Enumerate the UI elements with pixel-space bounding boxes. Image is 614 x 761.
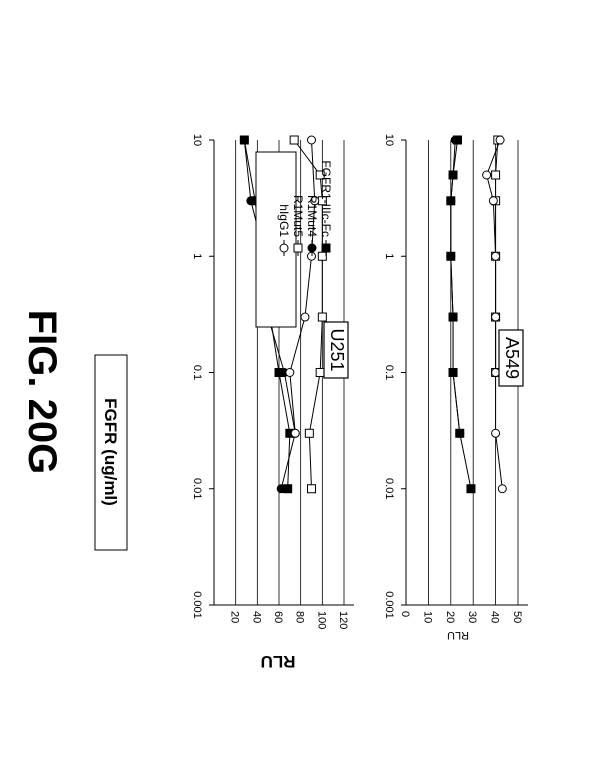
data-point-r1mut5	[305, 429, 313, 437]
legend-box	[256, 152, 296, 327]
y-tick-label: 10	[421, 611, 433, 623]
data-point-higg1	[492, 369, 500, 377]
data-point-r1mut4	[240, 136, 248, 144]
series-line-r1mut4	[451, 140, 460, 433]
legend-marker-higg1	[280, 244, 288, 252]
data-point-higg1	[492, 429, 500, 437]
y-ticks-u251: 20 40 60 80 100 120	[229, 611, 349, 629]
y-tick-label: 20	[229, 611, 241, 623]
data-point-r1mut4	[447, 252, 455, 260]
data-point-r1mut4	[449, 171, 457, 179]
figure-caption: FIG. 20G	[20, 310, 64, 475]
data-point-higg1	[308, 136, 316, 144]
y-tick-label: 50	[511, 611, 523, 623]
y-tick-label: 30	[466, 611, 478, 623]
y-tick-label: 120	[337, 611, 349, 629]
y-tick-label: 60	[272, 611, 284, 623]
data-point-higg1	[492, 313, 500, 321]
x-tick-label: 0.1	[191, 365, 203, 380]
legend: FGFR1-IIIc-FcR1Mut4R1Mut5hIgG1	[256, 152, 333, 327]
x-tick-label: 10	[383, 134, 395, 146]
y-ticks-a549: 0 10 20 30 40 50	[399, 611, 523, 623]
x-tick-label: 0.001	[191, 591, 203, 619]
x-ticks-u251: 0.001 0.01 0.1 1 10	[191, 134, 214, 619]
panel-title-a549: A549	[502, 337, 522, 379]
data-point-r1mut5	[492, 171, 500, 179]
x-tick-label: 10	[191, 134, 203, 146]
panel-label-a549: A549	[499, 330, 523, 386]
y-axis-label-a549: RLU	[447, 629, 469, 641]
legend-label-r1mut4: R1Mut4	[305, 195, 319, 237]
x-ticks-a549: 0.001 0.01 0.1 1 10	[383, 134, 406, 619]
x-tick-label: 1	[383, 253, 395, 259]
data-point-r1mut4	[447, 197, 455, 205]
y-tick-label: 20	[444, 611, 456, 623]
x-tick-label: 0.01	[383, 478, 395, 499]
legend-label-fgfr1-iiic-fc: FGFR1-IIIc-Fc	[319, 160, 333, 237]
data-point-r1mut5	[290, 136, 298, 144]
data-point-r1mut4	[449, 369, 457, 377]
data-point-higg1	[301, 313, 309, 321]
legend-marker-r1mut5	[294, 244, 302, 252]
y-tick-label: 0	[399, 611, 411, 617]
x-tick-label: 0.01	[191, 478, 203, 499]
data-point-r1mut4	[247, 197, 255, 205]
data-point-r1mut4	[451, 136, 459, 144]
data-point-r1mut4	[456, 429, 464, 437]
data-point-higg1	[498, 485, 506, 493]
data-point-higg1	[483, 171, 491, 179]
legend-marker-r1mut4	[308, 244, 316, 252]
panel-title-u251: U251	[327, 328, 347, 371]
data-point-r1mut4	[449, 313, 457, 321]
data-point-higg1	[489, 197, 497, 205]
y-tick-label: 80	[294, 611, 306, 623]
data-point-fgfr1-iiic-fc	[467, 485, 475, 493]
data-point-higg1	[286, 369, 294, 377]
data-point-r1mut5	[316, 369, 324, 377]
y-axis-label-u251: RLU	[261, 652, 296, 671]
data-point-r1mut5	[318, 313, 326, 321]
y-tick-label: 40	[489, 611, 501, 623]
x-tick-label: 1	[191, 253, 203, 259]
shared-x-label: FGFR (ug/ml)	[95, 355, 127, 550]
data-point-r1mut4	[277, 485, 285, 493]
data-point-higg1	[492, 252, 500, 260]
x-tick-label: 0.1	[383, 365, 395, 380]
data-point-higg1	[496, 136, 504, 144]
data-point-r1mut5	[318, 252, 326, 260]
y-tick-label: 40	[250, 611, 262, 623]
y-tick-label: 100	[315, 611, 327, 629]
series-a549	[447, 136, 507, 493]
legend-label-r1mut5: R1Mut5	[291, 195, 305, 237]
data-point-r1mut5	[308, 485, 316, 493]
legend-label-higg1: hIgG1	[277, 204, 291, 237]
data-point-higg1	[291, 429, 299, 437]
chart-a549: 0.001 0.01 0.1 1 10 0 10 20 30 40 50 A549 RLU	[383, 134, 528, 641]
x-axis-label: FGFR (ug/ml)	[101, 398, 120, 506]
panel-label-u251: U251	[324, 322, 348, 378]
legend-marker-fgfr1-iiic-fc	[322, 244, 330, 252]
x-tick-label: 0.001	[383, 591, 395, 619]
